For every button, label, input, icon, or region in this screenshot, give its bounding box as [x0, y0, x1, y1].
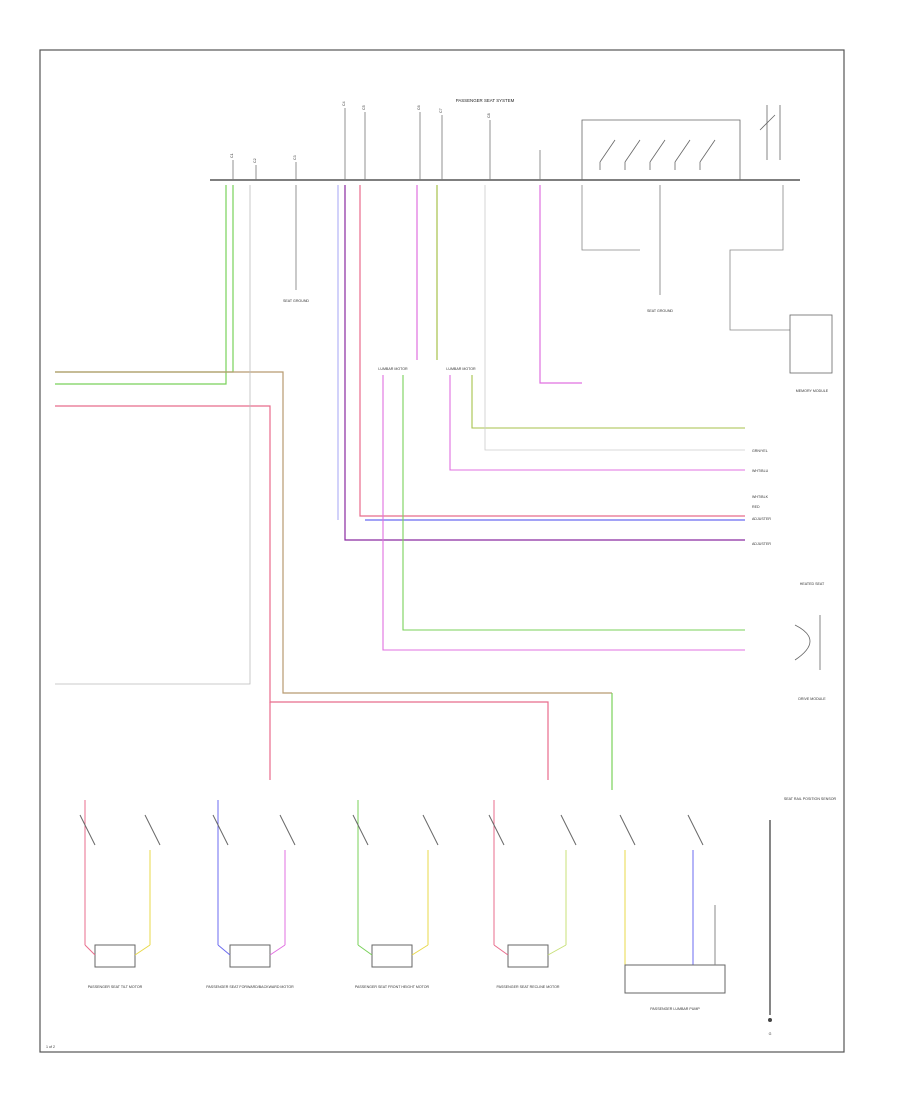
wire-tan-long [55, 371, 612, 694]
switch-group-recline [488, 800, 577, 968]
ground-point-icon [768, 1018, 772, 1022]
switch-group-forward-backward [212, 800, 296, 968]
switch-group-front-height [352, 800, 439, 968]
wire-pink-right [539, 185, 582, 384]
connector-label-c5: C5 [362, 105, 366, 110]
wire-module-top [581, 185, 640, 251]
top-connector-stubs [232, 108, 541, 180]
connector-label-c2: C2 [253, 158, 257, 163]
connector-label-c6: C6 [417, 105, 421, 110]
right-module-box [789, 314, 833, 374]
switch-label-tilt: PASSENGER SEAT TILT MOTOR [88, 985, 143, 989]
right-label-4: RED [752, 505, 760, 509]
label-lumbar-left: LUMBAR MOTOR [378, 367, 408, 371]
bottom-ground-label: G [769, 1032, 772, 1036]
connector-label-c1: C1 [230, 153, 234, 158]
switch-label-front-height: PASSENGER SEAT FRONT HEIGHT MOTOR [355, 985, 430, 989]
right-label-2: WHT/BLU [752, 469, 769, 473]
right-label-1: GRN/YEL [752, 449, 768, 453]
seat-rail-sensor-label: SEAT RAIL POSITION SENSOR [784, 797, 837, 801]
switch-label-recline: PASSENGER SEAT RECLINE MOTOR [496, 985, 559, 989]
wire-gray-left [55, 185, 251, 685]
label-lumbar-right: LUMBAR MOTOR [446, 367, 476, 371]
diagram-frame [39, 49, 845, 1053]
memory-switch-box [581, 105, 781, 180]
connector-label-c8: C8 [487, 113, 491, 118]
switch-label-lumbar: PASSENGER LUMBAR PUMP [650, 1007, 700, 1011]
right-label-5: ADJUSTER [752, 517, 771, 521]
connector-label-c3: C3 [293, 155, 297, 160]
wire-pink-left [55, 405, 549, 780]
heated-seat-connector [794, 615, 821, 670]
right-label-3: WHT/BLK [752, 495, 769, 499]
diagram-title: PASSENGER SEAT SYSTEM [456, 98, 515, 103]
wire-pink-2 [359, 185, 745, 517]
lumbar-motor-blocks [382, 185, 745, 651]
switch-group-lumbar [619, 814, 771, 1015]
diagram-footer: 1 of 2 [46, 1045, 55, 1049]
connector-label-c7: C7 [439, 108, 443, 113]
right-label-6: ADJUSTER [752, 542, 771, 546]
switch-group-tilt [79, 800, 161, 968]
wiring-upper [55, 185, 790, 780]
wire-green-left-1 [55, 185, 234, 373]
label-drive-module: DRIVE MODULE [798, 697, 826, 701]
label-seat-ground-2: SEAT GROUND [647, 309, 673, 313]
label-seat-ground-1: SEAT GROUND [283, 299, 309, 303]
label-memory-module: MEMORY MODULE [796, 389, 829, 393]
wire-green-left-2 [55, 185, 227, 385]
wire-right-module [729, 185, 790, 331]
wire-blue [344, 185, 745, 541]
switch-label-forward-backward: PASSENGER SEAT FORWARD/BACKWARD MOTOR [206, 985, 294, 989]
top-connector-labels: C1 C2 C3 C4 C5 C6 C7 C8 [230, 101, 491, 163]
connector-label-c4: C4 [342, 101, 346, 106]
label-heated-seat: HEATED SEAT [800, 582, 825, 586]
